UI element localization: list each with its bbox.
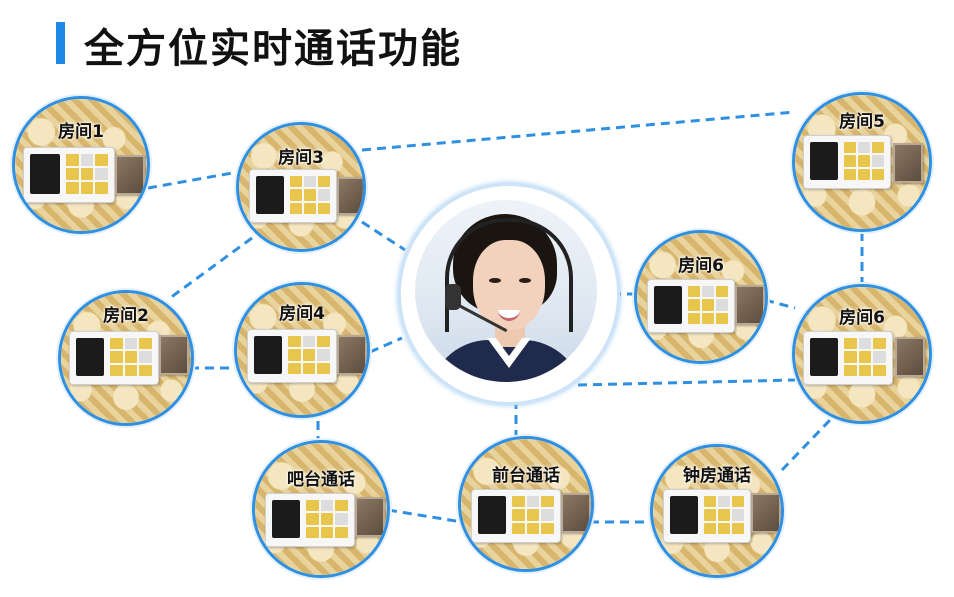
link-clock-room6b xyxy=(780,418,832,472)
node-room4-label: 房间4 xyxy=(279,304,325,324)
node-room1-label: 房间1 xyxy=(58,122,104,142)
node-room5: 房间5 xyxy=(792,92,932,232)
link-bar-front xyxy=(387,508,463,524)
door-panel-icon xyxy=(337,177,363,215)
phone-device-icon xyxy=(663,489,751,543)
link-room1-room3 xyxy=(147,170,239,190)
link-room3-room2 xyxy=(169,236,253,300)
link-room6a-room6b xyxy=(764,298,796,310)
door-panel-icon xyxy=(159,335,189,375)
title-accent-bar xyxy=(56,22,65,64)
node-front-desk-call-label: 前台通话 xyxy=(492,466,560,486)
node-room2-label: 房间2 xyxy=(103,306,149,326)
phone-device-icon xyxy=(265,493,355,547)
phone-device-icon xyxy=(647,279,735,333)
phone-device-icon xyxy=(803,331,893,385)
door-panel-icon xyxy=(895,337,925,377)
door-panel-icon xyxy=(115,155,145,195)
phone-device-icon xyxy=(23,147,115,203)
door-panel-icon xyxy=(751,493,781,533)
door-panel-icon xyxy=(561,493,591,533)
phone-device-icon xyxy=(247,329,337,383)
phone-device-icon xyxy=(69,331,159,385)
node-front-desk-call: 前台通话 xyxy=(458,436,594,572)
operator-headset-icon xyxy=(415,200,597,382)
phone-device-icon xyxy=(803,135,891,189)
node-clock-room-call-label: 钟房通话 xyxy=(683,466,751,486)
door-panel-icon xyxy=(355,497,385,537)
node-room5-label: 房间5 xyxy=(839,112,885,132)
node-room6-inner: 房间6 xyxy=(634,230,768,364)
node-room2: 房间2 xyxy=(58,290,194,426)
node-room1: 房间1 xyxy=(12,96,150,234)
page-title: 全方位实时通话功能 xyxy=(84,26,462,72)
phone-device-icon xyxy=(249,169,337,223)
link-room3-room5 xyxy=(361,110,796,152)
node-room4: 房间4 xyxy=(234,282,370,418)
node-clock-room-call: 钟房通话 xyxy=(650,444,784,578)
door-panel-icon xyxy=(735,285,765,325)
phone-device-icon xyxy=(471,489,561,543)
node-bar-call-label: 吧台通话 xyxy=(287,470,355,490)
node-bar-call: 吧台通话 xyxy=(252,440,390,578)
node-room3-label: 房间3 xyxy=(278,148,324,168)
link-room4-center xyxy=(369,336,403,354)
link-room3-center xyxy=(361,220,406,252)
node-room6-outer-label: 房间6 xyxy=(839,308,885,328)
node-room6-inner-label: 房间6 xyxy=(678,256,724,276)
node-room6-outer: 房间6 xyxy=(792,284,932,424)
door-panel-icon xyxy=(893,143,923,183)
door-panel-icon xyxy=(337,335,367,375)
link-center-room6b xyxy=(577,378,796,387)
node-room3: 房间3 xyxy=(236,122,366,252)
operator-hub xyxy=(398,183,620,405)
